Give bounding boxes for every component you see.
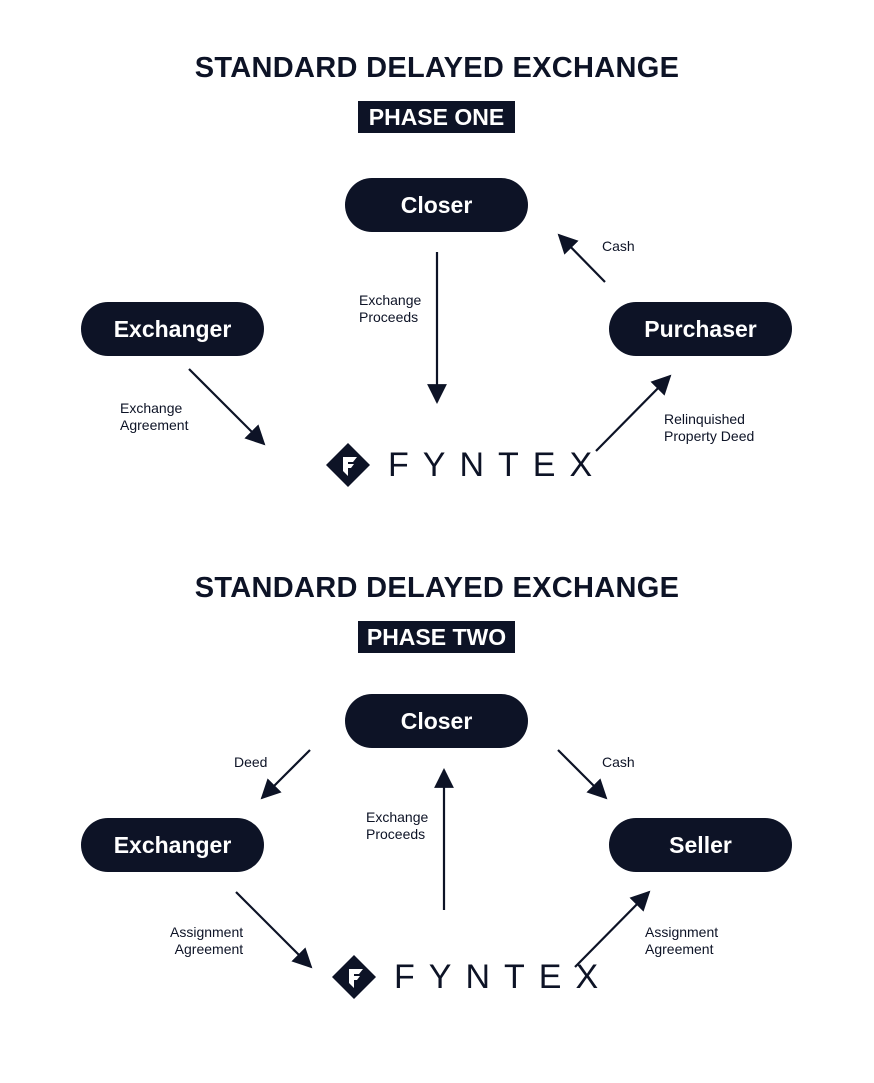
p2-arrow-exchanger-to-fyntex [235, 891, 313, 969]
phase-two-title: STANDARD DELAYED EXCHANGE [194, 572, 680, 604]
fyntex-mark-icon [326, 443, 370, 487]
phase-two-exchanger-node: Exchanger [81, 818, 264, 872]
phase-one-badge: PHASE ONE [358, 101, 515, 133]
phase-two-assignment-left-label: Assignment Agreement [170, 924, 244, 957]
phase-two-assignment-right-label: Assignment Agreement [645, 924, 719, 957]
logo-wordmark: FYNTEX [388, 445, 607, 484]
phase-two-fyntex-logo: FYNTEX [332, 955, 612, 999]
p1-arrow-fyntex-to-purchaser [595, 374, 672, 452]
phase-one-relinquished-deed-label: Relinquished Property Deed [664, 411, 755, 444]
phase-two-cash-label: Cash [602, 754, 635, 770]
p2-arrow-closer-to-seller [557, 749, 608, 800]
p2-arrow-closer-to-exchanger [260, 749, 311, 800]
phase-one-exchange-proceeds-label: Exchange Proceeds [359, 292, 422, 325]
p1-arrow-purchaser-to-closer [557, 233, 606, 283]
p2-arrow-fyntex-to-seller [574, 890, 651, 968]
phase-one-cash-label: Cash [602, 238, 635, 254]
p1-arrow-exchanger-to-fyntex [188, 368, 266, 446]
phase-one-closer-node: Closer [345, 178, 528, 232]
phase-one-exchange-agreement-label: Exchange Agreement [120, 400, 189, 433]
phase-one-exchanger-node: Exchanger [81, 302, 264, 356]
phase-two-closer-node: Closer [345, 694, 528, 748]
logo-wordmark: FYNTEX [394, 957, 613, 996]
phase-one-title: STANDARD DELAYED EXCHANGE [194, 52, 680, 84]
fyntex-mark-icon [332, 955, 376, 999]
phase-two-deed-label: Deed [234, 754, 268, 770]
phase-one-fyntex-logo: FYNTEX [326, 443, 606, 487]
phase-two-badge: PHASE TWO [358, 621, 515, 653]
phase-two-exchange-proceeds-label: Exchange Proceeds [366, 809, 429, 842]
phase-one-purchaser-node: Purchaser [609, 302, 792, 356]
phase-two-seller-node: Seller [609, 818, 792, 872]
